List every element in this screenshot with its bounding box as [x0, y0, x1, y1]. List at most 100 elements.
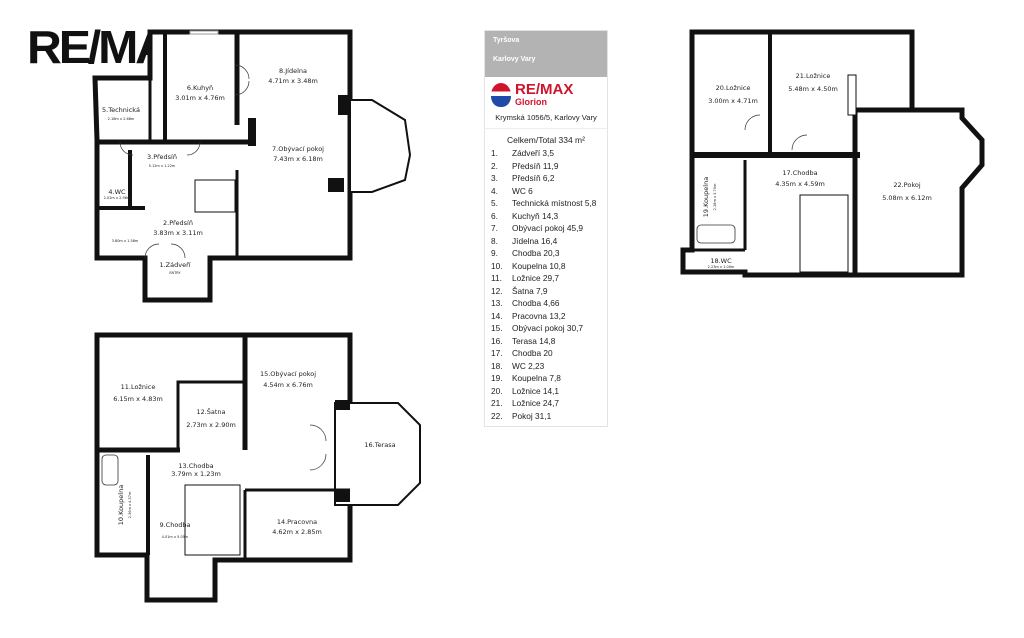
room-7-name: 7.Obývací pokoj [272, 145, 324, 153]
room-22-name: 22.Pokoj [893, 181, 921, 189]
first-labels: 11.Ložnice 6.15m x 4.83m 12.Šatna 2.73m … [113, 370, 395, 539]
room-area: Chodba 20,3 [512, 248, 560, 258]
room-list-item: 6.Kuchyň 14,3 [491, 210, 607, 223]
room-list-item: 22. Pokoj 31,1 [491, 410, 607, 423]
room-list-item: 18. WC 2,23 [491, 360, 607, 373]
room-area: Šatna 7,9 [512, 285, 548, 296]
room-number: 8. [491, 235, 498, 246]
room-number: 22. [491, 410, 503, 421]
room-number: 1. [491, 148, 498, 158]
bay-window [349, 99, 412, 193]
room-9-name: 9.Chodba [159, 521, 190, 529]
room-8-name: 8.Jídelna [279, 67, 307, 75]
room-9-dim: 4.01m x 5.05m [162, 535, 189, 539]
room-3-name: 3.Předsíň [147, 153, 177, 161]
ground-labels: 6.Kuhyň 3.01m x 4.76m 8.Jídelna 4.71m x … [102, 67, 324, 275]
room-area: Koupelna 7,8 [512, 373, 561, 383]
second-labels: 20.Ložnice 3.00m x 4.71m 21.Ložnice 5.48… [702, 72, 932, 269]
room-2-name: 2.Předsíň [163, 219, 193, 227]
room-list-item: 5. Technická místnost 5,8 [491, 197, 607, 210]
agency-brand: RE/MAX Glorion [485, 77, 607, 107]
room-13-dim: 3.79m x 1.23m [171, 470, 221, 478]
room-number: 16. [491, 335, 503, 346]
room-13-name: 13.Chodba [178, 462, 213, 470]
room-area: Chodba 20 [512, 348, 553, 358]
room-number: 12. [491, 285, 503, 296]
room-list-item: 16.Terasa 14,8 [491, 335, 607, 348]
room-list-item: 17. Chodba 20 [491, 347, 607, 360]
room-list-item: 12. Šatna 7,9 [491, 285, 607, 298]
room-5-name: 5.Technická [102, 106, 140, 114]
room-list-item: 3.Předsíň 6,2 [491, 172, 607, 185]
room-12-name: 12.Šatna [196, 407, 225, 416]
room-area: Obývací pokoj 45,9 [512, 223, 584, 233]
room-number: 15. [491, 323, 503, 333]
room-list-item: 8.Jídelna 16,4 [491, 235, 607, 248]
room-20-name: 20.Ložnice [716, 84, 751, 92]
room-20-dim: 3.00m x 4.71m [708, 97, 758, 105]
room-list-item: 19. Koupelna 7,8 [491, 372, 607, 385]
room-area: Chodba 4,66 [512, 298, 560, 308]
room-area: Zádveří 3,5 [512, 148, 554, 158]
room-area: Ložnice 14,1 [512, 385, 560, 396]
room-list-item: 2.Předsíň 11,9 [491, 160, 607, 173]
room-8-dim: 4.71m x 3.48m [268, 77, 318, 85]
room-number: 13. [491, 298, 503, 308]
room-number: 18. [491, 360, 503, 371]
room-22-dim: 5.08m x 6.12m [882, 194, 932, 202]
room-list-item: 9. Chodba 20,3 [491, 247, 607, 260]
room-17-name: 17.Chodba [782, 169, 817, 177]
room-4-dim: 2.02m x 2.96m [104, 196, 131, 200]
room-list-item: 11.Ložnice 29,7 [491, 272, 607, 285]
total-area: Celkem/Total 334 m² [507, 135, 585, 145]
room-number: 2. [491, 160, 498, 171]
room-number: 10. [491, 260, 503, 271]
room-number: 3. [491, 173, 498, 183]
room-list-item: 15.Obývací pokoj 30,7 [491, 322, 607, 335]
room-list-item: 4. WC 6 [491, 185, 607, 198]
room-list-item: 10.Koupelna 10,8 [491, 260, 607, 273]
location-header: Tyršova Karlovy Vary [485, 31, 607, 77]
room-number: 7. [491, 223, 498, 233]
office-name: Glorion [515, 97, 547, 107]
room-2-dim: 3.83m x 3.11m [153, 229, 203, 237]
first-floor [94, 332, 421, 603]
room-21-dim: 5.48m x 4.50m [788, 85, 838, 93]
room-number: 4. [491, 185, 498, 196]
room-19-dim: 2.18m x 3.70m [713, 183, 717, 210]
room-14-name: 14.Pracovna [277, 518, 317, 526]
room-list-item: 7. Obývací pokoj 45,9 [491, 222, 607, 235]
room-number: 17. [491, 348, 503, 358]
room-number: 19. [491, 373, 503, 383]
room-10-dim: 2.36m x 4.57m [128, 491, 132, 518]
room-list-item: 1. Zádveří 3,5 [491, 147, 607, 160]
room-2-sub: 3.80m x 1.58m [112, 239, 139, 243]
room-5-dim: 2.18m x 2.68m [108, 117, 135, 121]
terrace [334, 402, 421, 506]
room-4-name: 4.WC [108, 188, 126, 196]
room-3-dim: 5.12m x 1.22m [149, 164, 176, 168]
room-number: 9. [491, 248, 498, 258]
room-area: Technická místnost 5,8 [512, 198, 597, 208]
room-number: 5. [491, 198, 498, 208]
room-6-dim: 3.01m x 4.76m [175, 94, 225, 102]
room-1-dim: ENTRY [169, 271, 181, 275]
room-number: 21. [491, 398, 503, 408]
room-area: WC 6 [512, 185, 533, 196]
room-7-dim: 7.43m x 6.18m [273, 155, 323, 163]
room-area: Kuchyň 14,3 [512, 210, 559, 221]
room-list-item: 13. Chodba 4,66 [491, 297, 607, 310]
room-area: WC 2,23 [512, 360, 545, 371]
street: Tyršova [493, 37, 520, 44]
room-19-name: 19.Koupelna [702, 177, 710, 217]
room-number: 11. [491, 273, 502, 283]
room-area: Pokoj 31,1 [512, 410, 552, 421]
room-15-dim: 4.54m x 6.76m [263, 381, 313, 389]
room-number: 14. [491, 310, 503, 321]
ground-floor [92, 29, 412, 303]
room-1-name: 1.Zádveří [159, 261, 190, 269]
room-list-item: 14.Pracovna 13,2 [491, 310, 607, 323]
brand-name: RE/MAX [515, 81, 574, 98]
